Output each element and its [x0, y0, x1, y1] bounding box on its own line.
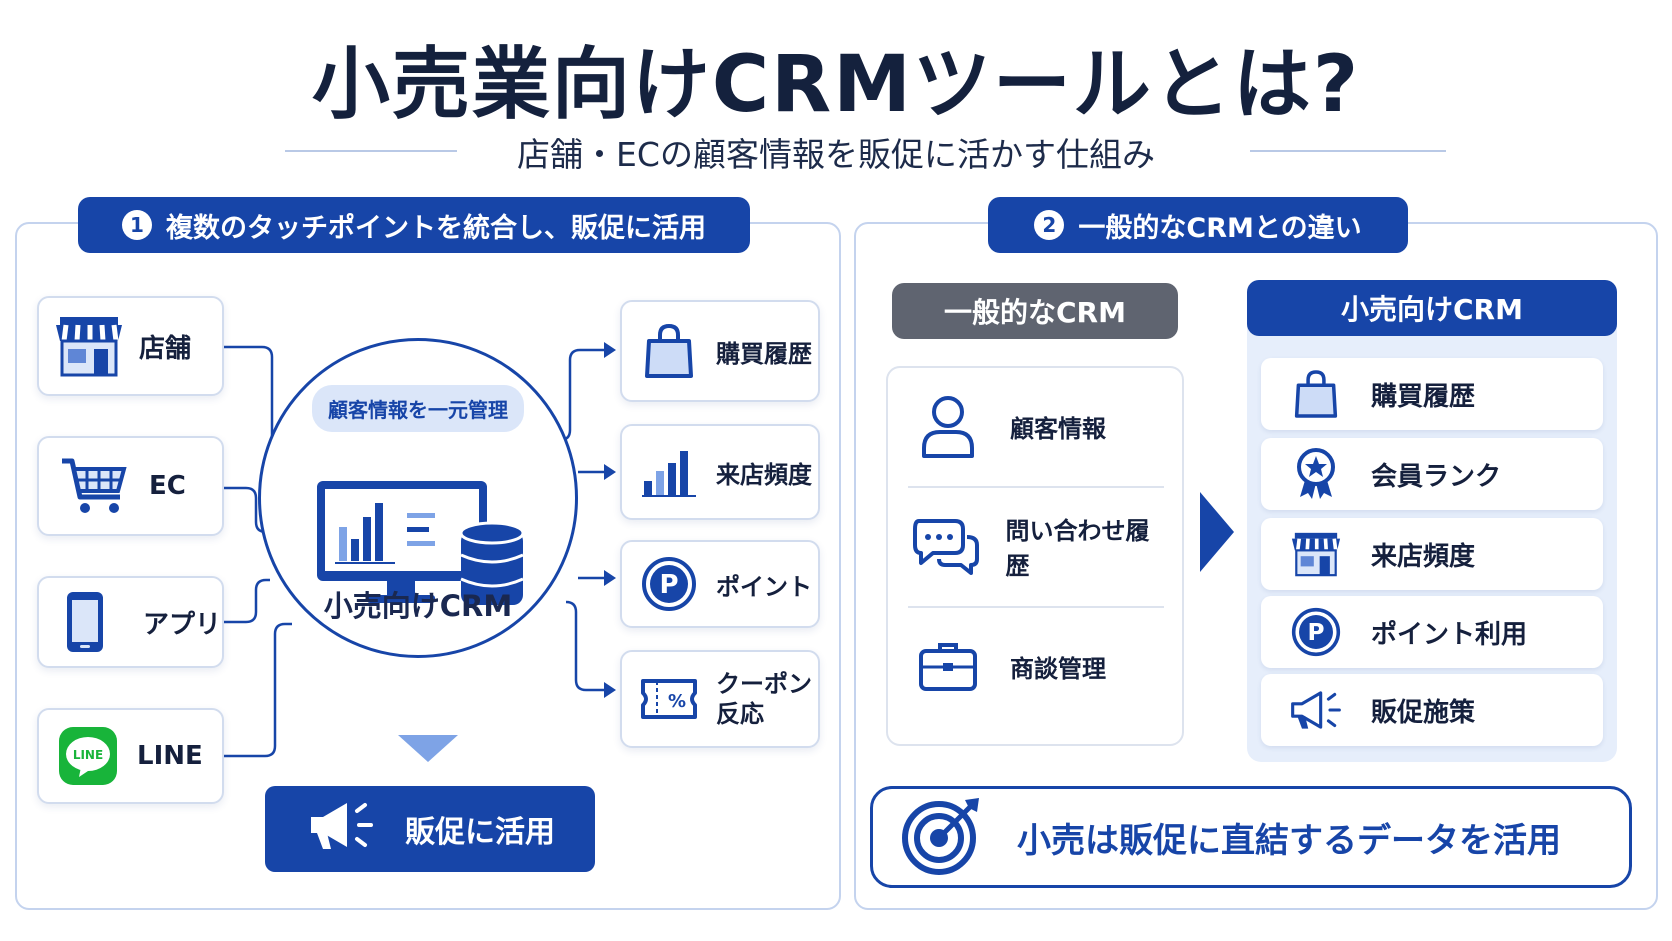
output-label-visit: 来店頻度	[716, 460, 812, 489]
output-card-point: P ポイント	[620, 540, 820, 628]
line-logo-icon: LINE	[39, 725, 137, 787]
input-label-app: アプリ	[143, 609, 222, 640]
general-item-deal: 商談管理	[908, 608, 1164, 724]
shopping-bag-icon	[622, 323, 716, 379]
general-item-inquiry: 問い合わせ履歴	[908, 488, 1164, 604]
comparison-arrow-icon	[1200, 492, 1234, 572]
page-title: 小売業向けCRMツールとは?	[311, 40, 1361, 130]
target-icon	[901, 794, 983, 880]
promo-action-button: 販促に活用	[265, 786, 595, 872]
crm-hub: 顧客情報を一元管理 小売向けCRM	[258, 338, 578, 658]
section2-heading-text: 一般的なCRMとの違い	[1078, 212, 1362, 244]
retail-item-visit: 来店頻度	[1261, 518, 1603, 590]
point-p-text: P	[1307, 619, 1324, 646]
general-label-inquiry: 問い合わせ履歴	[1005, 517, 1150, 580]
briefcase-icon	[908, 639, 988, 693]
general-divider	[908, 486, 1164, 488]
monitor-database-icon	[315, 479, 531, 611]
award-badge-icon	[1261, 447, 1371, 501]
subtitle-rule-right	[1250, 150, 1446, 152]
page-subtitle: 店舗・ECの顧客情報を販促に活かす仕組み	[517, 135, 1155, 174]
retail-crm-heading: 小売向けCRM	[1247, 280, 1617, 336]
output-label-purchase: 購買履歴	[716, 339, 812, 368]
line-logo-text: LINE	[73, 748, 103, 762]
retail-item-purchase: 購買履歴	[1261, 358, 1603, 430]
retail-crm-list: 購買履歴 会員ランク 来店頻度	[1247, 320, 1617, 762]
conclusion-box: 小売は販促に直結するデータを活用	[870, 786, 1632, 888]
megaphone-icon	[1261, 687, 1371, 733]
retail-label-visit: 来店頻度	[1371, 541, 1476, 572]
section1-number: 1	[122, 210, 152, 240]
megaphone-icon	[305, 797, 377, 861]
section1-heading: 1 複数のタッチポイントを統合し、販促に活用	[78, 197, 750, 253]
retail-item-point: P ポイント利用	[1261, 596, 1603, 668]
section2-heading: 2 一般的なCRMとの違い	[988, 197, 1408, 253]
input-label-ec: EC	[149, 471, 186, 501]
retail-label-rank: 会員ランク	[1371, 461, 1502, 492]
general-label-customer: 顧客情報	[1010, 414, 1106, 443]
output-card-coupon: % クーポン 反応	[620, 650, 820, 748]
input-card-app: アプリ	[37, 576, 224, 668]
storefront-icon	[39, 313, 139, 379]
output-label-point: ポイント	[716, 572, 812, 601]
point-p-text: P	[659, 570, 678, 600]
retail-item-rank: 会員ランク	[1261, 438, 1603, 510]
input-card-ec: EC	[37, 436, 224, 536]
storefront-icon	[1261, 529, 1371, 579]
point-p-icon: P	[1261, 607, 1371, 657]
hub-chip: 顧客情報を一元管理	[312, 385, 524, 432]
section2-number: 2	[1034, 210, 1065, 240]
general-label-deal: 商談管理	[1010, 654, 1106, 683]
hub-label: 小売向けCRM	[323, 589, 513, 623]
general-item-customer: 顧客情報	[908, 368, 1164, 484]
cart-icon	[39, 455, 149, 517]
general-crm-heading: 一般的なCRM	[892, 283, 1178, 339]
output-label-coupon-line2: 反応	[716, 700, 764, 728]
retail-label-promo: 販促施策	[1371, 697, 1476, 728]
general-divider	[908, 606, 1164, 608]
output-label-coupon-line1: クーポン	[716, 670, 812, 698]
coupon-percent-text: %	[668, 691, 686, 712]
input-label-store: 店舗	[139, 333, 192, 364]
person-icon	[908, 394, 988, 458]
input-label-line: LINE	[137, 741, 203, 771]
retail-item-promo: 販促施策	[1261, 674, 1603, 746]
point-p-icon: P	[622, 556, 716, 612]
output-card-purchase: 購買履歴	[620, 300, 820, 402]
retail-label-purchase: 購買履歴	[1371, 381, 1476, 412]
output-card-visit: 来店頻度	[620, 424, 820, 520]
retail-label-point: ポイント利用	[1371, 619, 1528, 650]
output-label-coupon: クーポン 反応	[716, 669, 812, 729]
smartphone-icon	[39, 589, 131, 655]
conclusion-label: 小売は販促に直結するデータを活用	[1017, 820, 1561, 861]
general-crm-list: 顧客情報 問い合わせ履歴 商談管理	[886, 366, 1184, 746]
input-card-line: LINE LINE	[37, 708, 224, 804]
promo-action-label: 販促に活用	[405, 815, 555, 850]
chat-bubbles-icon	[908, 515, 983, 577]
subtitle-rule-left	[285, 150, 457, 152]
input-card-store: 店舗	[37, 296, 224, 396]
bar-chart-icon	[622, 447, 716, 497]
shopping-bag-icon	[1261, 369, 1371, 419]
section1-heading-text: 複数のタッチポイントを統合し、販促に活用	[166, 212, 706, 244]
coupon-icon: %	[622, 677, 716, 721]
